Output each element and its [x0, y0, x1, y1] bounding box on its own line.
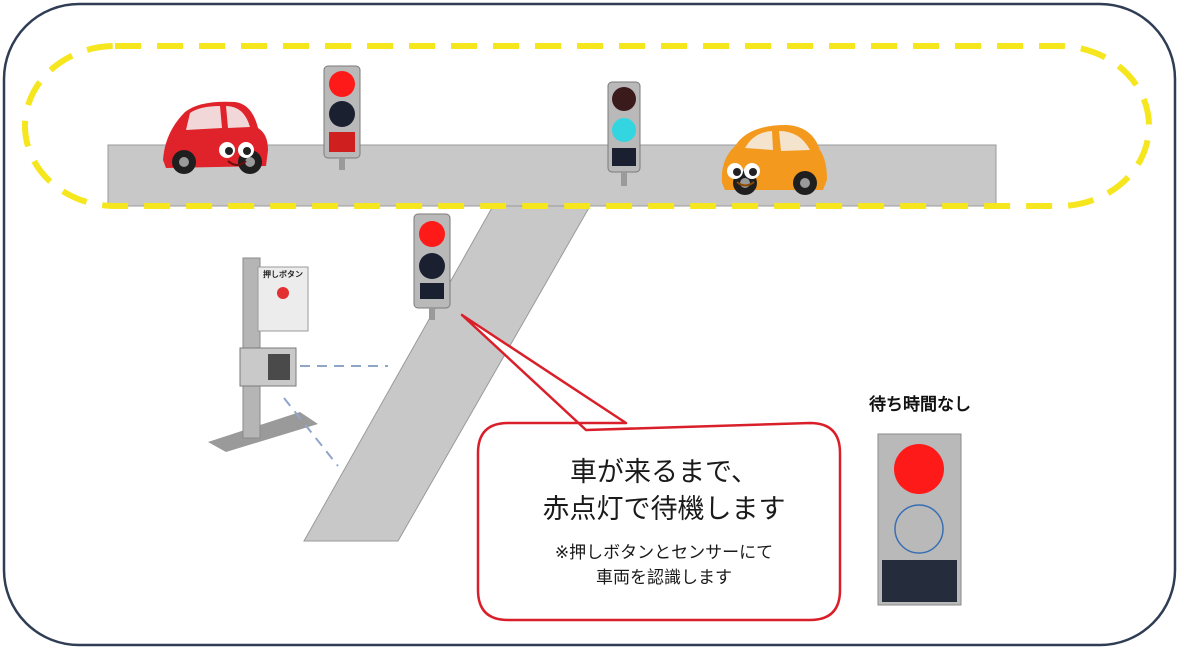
callout-main-text: 車が来るまで、 赤点灯で待機します [486, 454, 842, 528]
car-orange-icon [721, 125, 827, 195]
speech-callout [460, 313, 842, 622]
sensor-icon [239, 347, 297, 387]
callout-main-line1: 車が来るまで、 [570, 457, 758, 488]
push-button-assembly [208, 257, 388, 467]
push-button-sign-label: 押しボタン [263, 270, 303, 279]
pedestrian-light-icon [413, 213, 451, 320]
callout-main-line2: 赤点灯で待機します [542, 494, 786, 525]
highlight-ellipse [22, 43, 1152, 209]
no-wait-label: 待ち時間なし [869, 395, 971, 415]
push-button-box-icon [257, 266, 309, 332]
callout-sub-text: ※押しボタンとセンサーにて 車両を認識します [486, 541, 842, 591]
traffic-light-blue-icon [607, 81, 641, 186]
no-wait-signal-icon [877, 433, 962, 606]
callout-sub-line1: ※押しボタンとセンサーにて [554, 543, 774, 563]
crossing-road [303, 205, 591, 542]
traffic-light-red-icon [323, 65, 361, 170]
car-red-icon [163, 101, 268, 174]
callout-sub-line2: 車両を認識します [596, 568, 732, 588]
